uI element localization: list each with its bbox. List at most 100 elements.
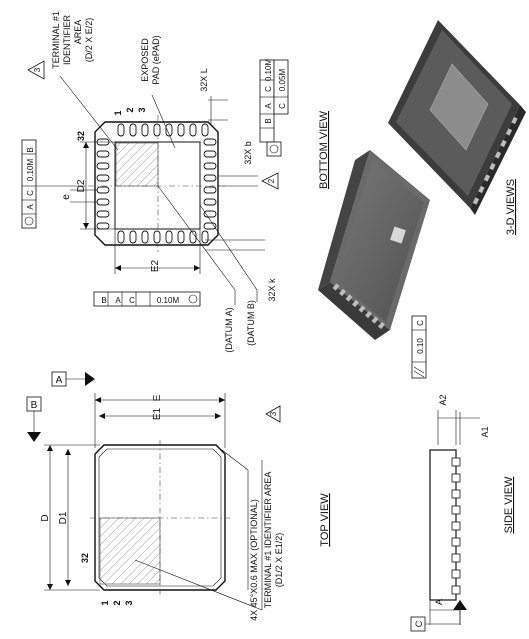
fcf-e2: B A C 0.10M <box>93 291 201 307</box>
parallel-icon <box>413 366 425 374</box>
bottom-pin-2: 2 <box>125 107 135 112</box>
chip-3d-top <box>318 150 430 340</box>
bottom-dim-32xl: 32X L <box>199 68 209 92</box>
chip-lead <box>472 197 480 205</box>
bottom-terminal-3: AREA <box>73 20 83 45</box>
fcf-b-val: 0.10M <box>264 59 273 82</box>
bottom-pin-bottom <box>141 230 149 244</box>
fcf-b2-c: C <box>278 103 287 109</box>
bottom-pin-top <box>153 123 161 137</box>
fcf-d2-a: A <box>26 204 35 210</box>
bottom-pin-left <box>96 210 110 218</box>
bottom-view: 32 1 2 3 3 TERMINAL #1 IDENTIFIER AREA (… <box>21 11 330 353</box>
side-lead <box>451 585 461 595</box>
bottom-pin-left <box>96 186 110 194</box>
position-icon <box>269 144 279 154</box>
bottom-terminal-ref: 3 <box>33 67 42 72</box>
top-terminal-note-2: (D1/2 X E1/2) <box>274 533 284 588</box>
bottom-pin-3: 3 <box>137 107 147 112</box>
views-3d: 3-D VIEWS <box>318 20 526 340</box>
position-icon <box>188 294 198 304</box>
datum-b-arrow-icon <box>27 432 41 442</box>
chip-lead <box>358 305 366 313</box>
bottom-pin-top <box>165 123 173 137</box>
bottom-pin-top <box>117 123 125 137</box>
bottom-pin-right <box>203 162 217 170</box>
bottom-pin-right <box>203 186 217 194</box>
top-pin-3: 3 <box>124 600 134 605</box>
side-lead <box>451 537 461 547</box>
side-lead <box>451 553 461 563</box>
datum-c-arrow-icon <box>453 600 467 610</box>
top-view-title: TOP VIEW <box>319 493 331 547</box>
bottom-pin-right <box>203 174 217 182</box>
bottom-pin-top <box>189 123 197 137</box>
flatness-fcf <box>411 315 427 379</box>
chip-lead <box>500 139 507 148</box>
bottom-pin-bottom <box>177 230 185 244</box>
bottom-pin-left <box>96 222 110 230</box>
bottom-pins <box>96 123 217 244</box>
side-dim-a2: A2 <box>438 394 448 405</box>
side-lead <box>451 489 461 499</box>
side-dim-a: A <box>434 599 444 605</box>
bottom-pin-32: 32 <box>76 131 86 141</box>
bottom-exposed-2: PAD (ePAD) <box>151 35 161 84</box>
note-triangle-icon <box>261 172 279 190</box>
side-view-title: SIDE VIEW <box>503 476 515 533</box>
side-lead <box>451 569 461 579</box>
note-triangle-icon <box>27 60 45 80</box>
fcf-b2-val: 0.05M <box>278 69 287 92</box>
fcf-e2-val: 0.10M <box>157 296 180 305</box>
fcf-d2: 0.10M C A B <box>21 139 86 229</box>
top-terminal-note-1: TERMINAL #1 IDENTIFIER AREA <box>263 472 273 609</box>
datum-b-label: B <box>31 400 38 411</box>
bottom-dim-e2: E2 <box>150 259 161 272</box>
views-3d-title: 3-D VIEWS <box>505 179 517 235</box>
bottom-pin-left <box>96 162 110 170</box>
chip-lead <box>339 288 346 297</box>
fcf-e2-c: C <box>129 296 135 305</box>
dim-d: D <box>40 514 51 521</box>
top-pin-1: 1 <box>100 600 110 605</box>
bottom-pin-left <box>96 150 110 158</box>
top-pin-32: 32 <box>80 553 90 563</box>
bottom-b-ref: 2 <box>267 178 276 183</box>
bottom-pin-right <box>203 198 217 206</box>
chip-3d-leads <box>332 116 518 330</box>
chip-lead <box>478 185 485 194</box>
bottom-pin-left <box>96 198 110 206</box>
side-lead <box>451 473 461 483</box>
bottom-pin-top <box>129 123 137 137</box>
chip-lead <box>365 310 372 319</box>
dim-d1: D1 <box>58 511 69 524</box>
datum-a-label: A <box>56 375 63 386</box>
fcf-b-b: B <box>264 118 273 123</box>
note-triangle-icon <box>265 405 281 423</box>
datum-a-arrow-icon <box>85 372 95 386</box>
side-leads <box>451 457 461 595</box>
chip-lead <box>489 162 496 171</box>
side-lead <box>451 505 461 515</box>
bottom-pin-left <box>96 174 110 182</box>
fcf-d2-c: C <box>26 190 35 196</box>
bottom-pin-1: 1 <box>113 110 123 115</box>
side-view: 0.10 C A2 A1 A C SIDE VIEW <box>410 315 515 632</box>
datum-c-label: C <box>414 620 424 627</box>
top-terminal1-area <box>99 517 161 585</box>
chip-lead <box>483 174 491 182</box>
chip-lead <box>378 321 385 330</box>
bottom-dim-e: e <box>61 194 72 200</box>
bottom-pin-top <box>201 123 209 137</box>
bottom-pin-top <box>141 123 149 137</box>
fcf-b: 0.10M C A B 0.05M C <box>259 59 289 157</box>
side-dim-a1: A1 <box>480 426 490 437</box>
flatness-value: 0.10 <box>416 338 425 354</box>
fcf-e2-b: B <box>101 296 106 305</box>
bottom-pin-bottom <box>165 230 173 244</box>
bottom-terminal-1: TERMINAL #1 <box>51 11 61 69</box>
fcf-d2-val: 0.10M <box>26 159 35 182</box>
bottom-pin-right <box>203 138 217 146</box>
bottom-terminal-2: IDENTIFIER <box>62 15 72 66</box>
